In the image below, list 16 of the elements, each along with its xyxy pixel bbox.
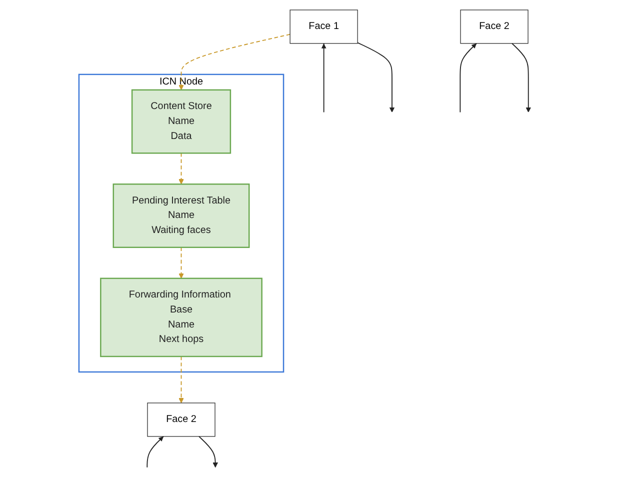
arrow: [178, 152, 184, 184]
arrow: [198, 436, 218, 468]
node-box: Content Store Name Data: [130, 89, 231, 154]
node-box: Pending Interest Table Name Waiting faces: [112, 184, 250, 248]
node-box: Forwarding Information Base Name Next hops: [100, 278, 262, 358]
arrow: [320, 42, 326, 113]
arrow: [511, 42, 531, 112]
node-box: Face 2: [146, 402, 215, 437]
arrow: [459, 42, 477, 113]
arrow: [178, 246, 184, 279]
node-box: Face 2: [460, 10, 528, 44]
arrow: [146, 436, 164, 468]
arrow: [356, 42, 394, 112]
node-box: Face 1: [289, 10, 358, 44]
arrow: [178, 356, 184, 404]
arrow: [178, 34, 290, 90]
